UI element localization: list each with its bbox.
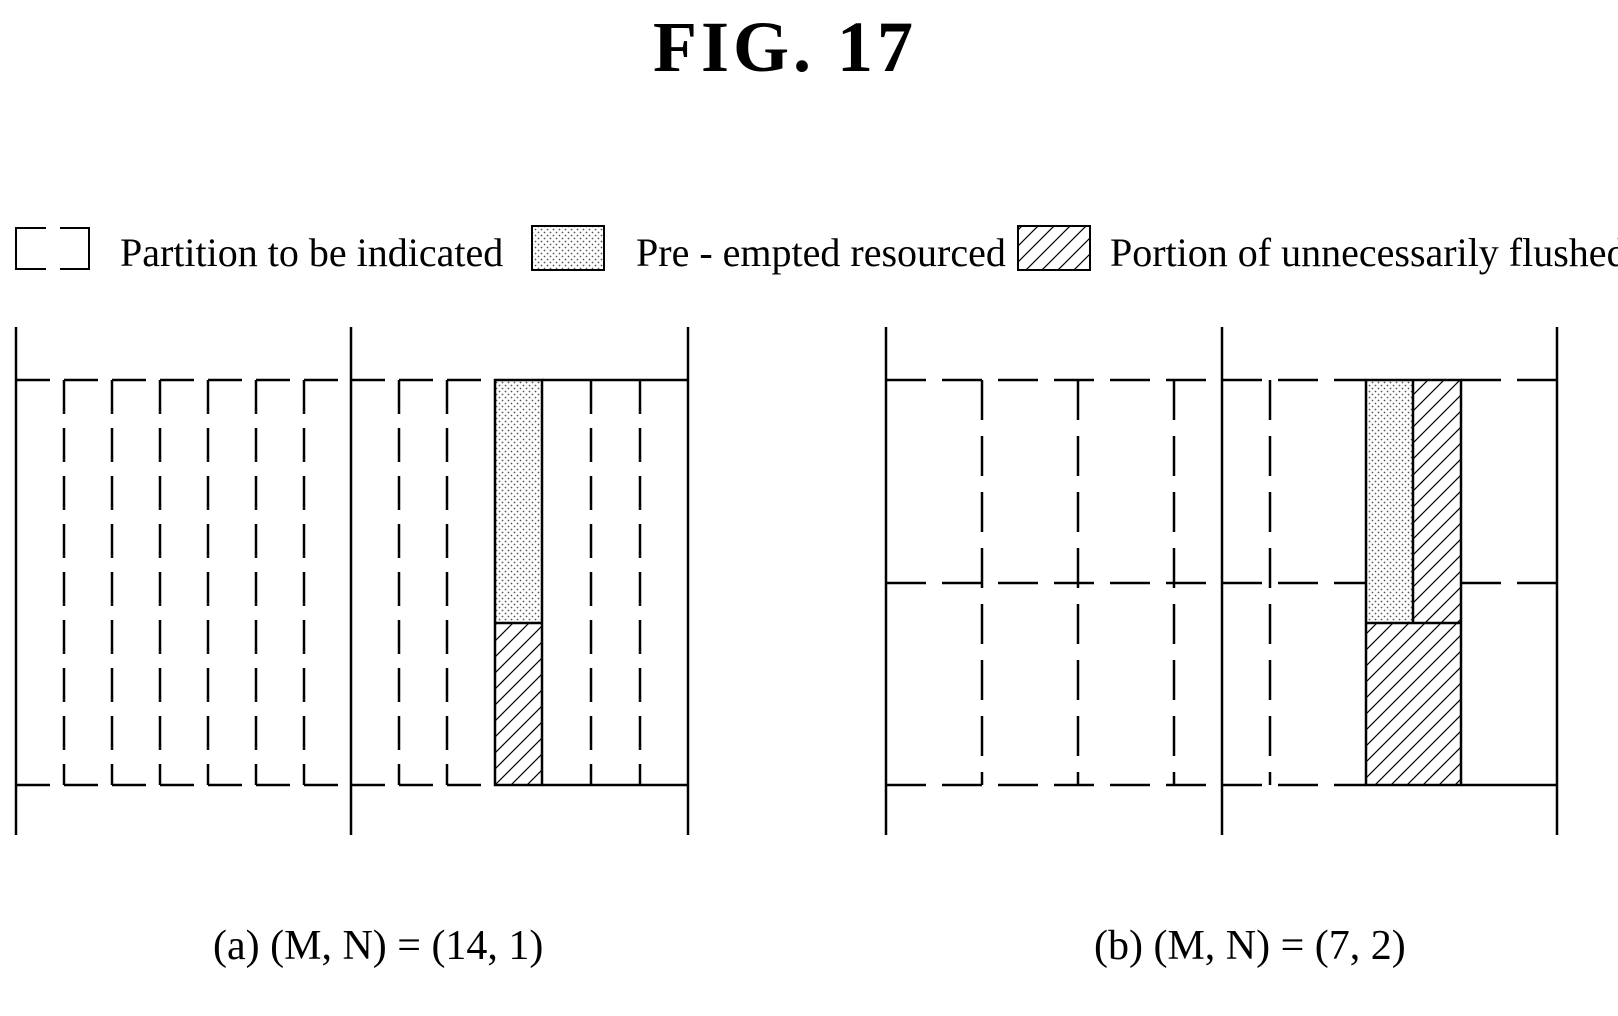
legend-partition-swatch bbox=[16, 228, 89, 269]
panel-a-caption: (a) (M, N) = (14, 1) bbox=[213, 922, 543, 970]
panel-b-grid bbox=[886, 327, 1557, 835]
legend-flushed-label: Portion of unnecessarily flushed bits bbox=[1110, 230, 1618, 275]
panel-a-flushed-region bbox=[495, 623, 542, 785]
panel-a-preempted-region bbox=[495, 380, 542, 623]
legend-partition-label: Partition to be indicated bbox=[120, 230, 503, 275]
panel-b-preempted-region bbox=[1366, 380, 1413, 623]
panel-b-caption: (b) (M, N) = (7, 2) bbox=[1094, 922, 1406, 970]
legend-preempted-swatch bbox=[532, 226, 604, 270]
panel-b-flushed-region-upper bbox=[1413, 380, 1461, 623]
panel-a-grid bbox=[16, 327, 688, 835]
legend-preempted-label: Pre - empted resourced bbox=[636, 230, 1006, 275]
panel-a-lines bbox=[16, 327, 688, 835]
legend-flushed-swatch bbox=[1018, 226, 1090, 270]
panel-b-flushed-region-lower bbox=[1366, 623, 1461, 785]
legend: Partition to be indicated Pre - empted r… bbox=[16, 226, 1618, 275]
